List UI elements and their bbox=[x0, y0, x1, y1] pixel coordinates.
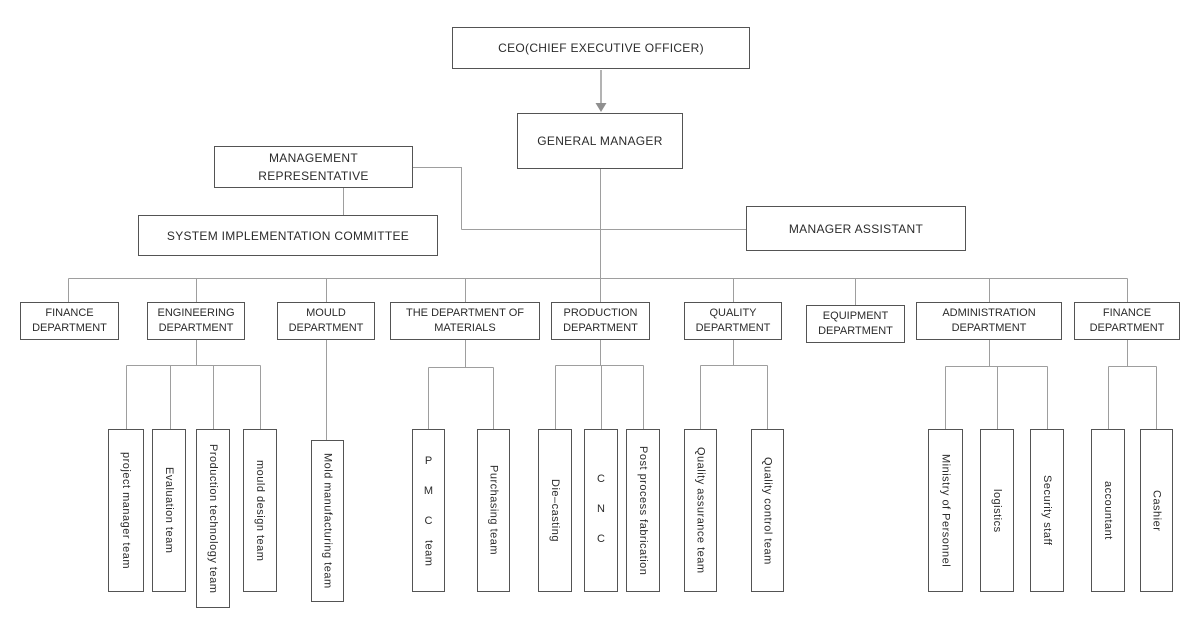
dept-label: THE DEPARTMENT OF MATERIALS bbox=[406, 307, 524, 334]
dept-administration: ADMINISTRATION DEPARTMENT bbox=[916, 302, 1062, 340]
dept-label: EQUIPMENT DEPARTMENT bbox=[818, 310, 893, 337]
dept-equipment: EQUIPMENT DEPARTMENT bbox=[806, 305, 905, 343]
dept-finance-left: FINANCE DEPARTMENT bbox=[20, 302, 119, 340]
dept-label: PRODUCTION DEPARTMENT bbox=[563, 307, 638, 334]
dept-label: ADMINISTRATION DEPARTMENT bbox=[942, 307, 1036, 334]
dept-label: FINANCE DEPARTMENT bbox=[32, 307, 107, 334]
node-label: GENERAL MANAGER bbox=[537, 134, 663, 148]
node-management-representative: MANAGEMENT REPRESENTATIVE bbox=[214, 146, 413, 188]
dept-label: QUALITY DEPARTMENT bbox=[695, 307, 771, 334]
node-label: CEO(CHIEF EXECUTIVE OFFICER) bbox=[498, 41, 704, 55]
node-general-manager: GENERAL MANAGER bbox=[517, 113, 683, 169]
team-label: Evaluation team bbox=[163, 467, 175, 554]
team-label: Purchasing team bbox=[487, 465, 500, 556]
dept-production: PRODUCTION DEPARTMENT bbox=[551, 302, 650, 340]
node-label: MANAGEMENT REPRESENTATIVE bbox=[258, 151, 369, 183]
team-label: C N C bbox=[595, 473, 607, 548]
team-label: Post process fabrication bbox=[637, 445, 649, 576]
dept-mould: MOULD DEPARTMENT bbox=[277, 302, 375, 340]
team-cnc: C N C bbox=[584, 429, 618, 592]
team-label: Quality assurance team bbox=[694, 447, 707, 574]
dept-materials: THE DEPARTMENT OF MATERIALS bbox=[390, 302, 540, 340]
team-label: Cashier bbox=[1150, 489, 1163, 532]
team-label: Mold manufacturing team bbox=[321, 453, 334, 589]
team-label: accountant bbox=[1102, 481, 1114, 540]
team-label: logistics bbox=[991, 488, 1003, 533]
node-system-implementation-committee: SYSTEM IMPLEMENTATION COMMITTEE bbox=[138, 215, 438, 256]
team-label: Quality control team bbox=[761, 456, 774, 565]
dept-quality: QUALITY DEPARTMENT bbox=[684, 302, 782, 340]
team-logistics: logistics bbox=[980, 429, 1014, 592]
team-evaluation: Evaluation team bbox=[152, 429, 186, 592]
team-mould-design: mould design team bbox=[243, 429, 277, 592]
team-quality-control: Quality control team bbox=[751, 429, 784, 592]
team-production-technology: Production technology team bbox=[196, 429, 230, 608]
team-project-manager: project manager team bbox=[108, 429, 144, 592]
team-pmc: P M Cteam bbox=[412, 429, 445, 592]
arrow-down-icon bbox=[595, 70, 607, 112]
team-label: P M Cteam bbox=[422, 454, 435, 567]
node-manager-assistant: MANAGER ASSISTANT bbox=[746, 206, 966, 251]
node-ceo: CEO(CHIEF EXECUTIVE OFFICER) bbox=[452, 27, 750, 69]
dept-label: ENGINEERING DEPARTMENT bbox=[157, 307, 235, 334]
team-purchasing: Purchasing team bbox=[477, 429, 510, 592]
team-label: Die–casting bbox=[549, 479, 561, 542]
team-mold-manufacturing: Mold manufacturing team bbox=[311, 440, 344, 602]
team-label: mould design team bbox=[254, 459, 266, 562]
team-label: Ministry of Personnel bbox=[939, 453, 952, 568]
dept-engineering: ENGINEERING DEPARTMENT bbox=[147, 302, 245, 340]
node-label: SYSTEM IMPLEMENTATION COMMITTEE bbox=[166, 228, 410, 243]
team-accountant: accountant bbox=[1091, 429, 1125, 592]
team-die-casting: Die–casting bbox=[538, 429, 572, 592]
dept-finance-right: FINANCE DEPARTMENT bbox=[1074, 302, 1180, 340]
team-label: Security staff bbox=[1041, 475, 1053, 546]
dept-label: FINANCE DEPARTMENT bbox=[1089, 307, 1165, 334]
node-label: MANAGER ASSISTANT bbox=[788, 221, 924, 236]
team-label: Production technology team bbox=[207, 443, 219, 594]
team-label: project manager team bbox=[120, 452, 132, 569]
team-post-process-fabrication: Post process fabrication bbox=[626, 429, 660, 592]
team-security-staff: Security staff bbox=[1030, 429, 1064, 592]
team-ministry-of-personnel: Ministry of Personnel bbox=[928, 429, 963, 592]
team-quality-assurance: Quality assurance team bbox=[684, 429, 717, 592]
team-cashier: Cashier bbox=[1140, 429, 1173, 592]
dept-label: MOULD DEPARTMENT bbox=[288, 307, 364, 334]
